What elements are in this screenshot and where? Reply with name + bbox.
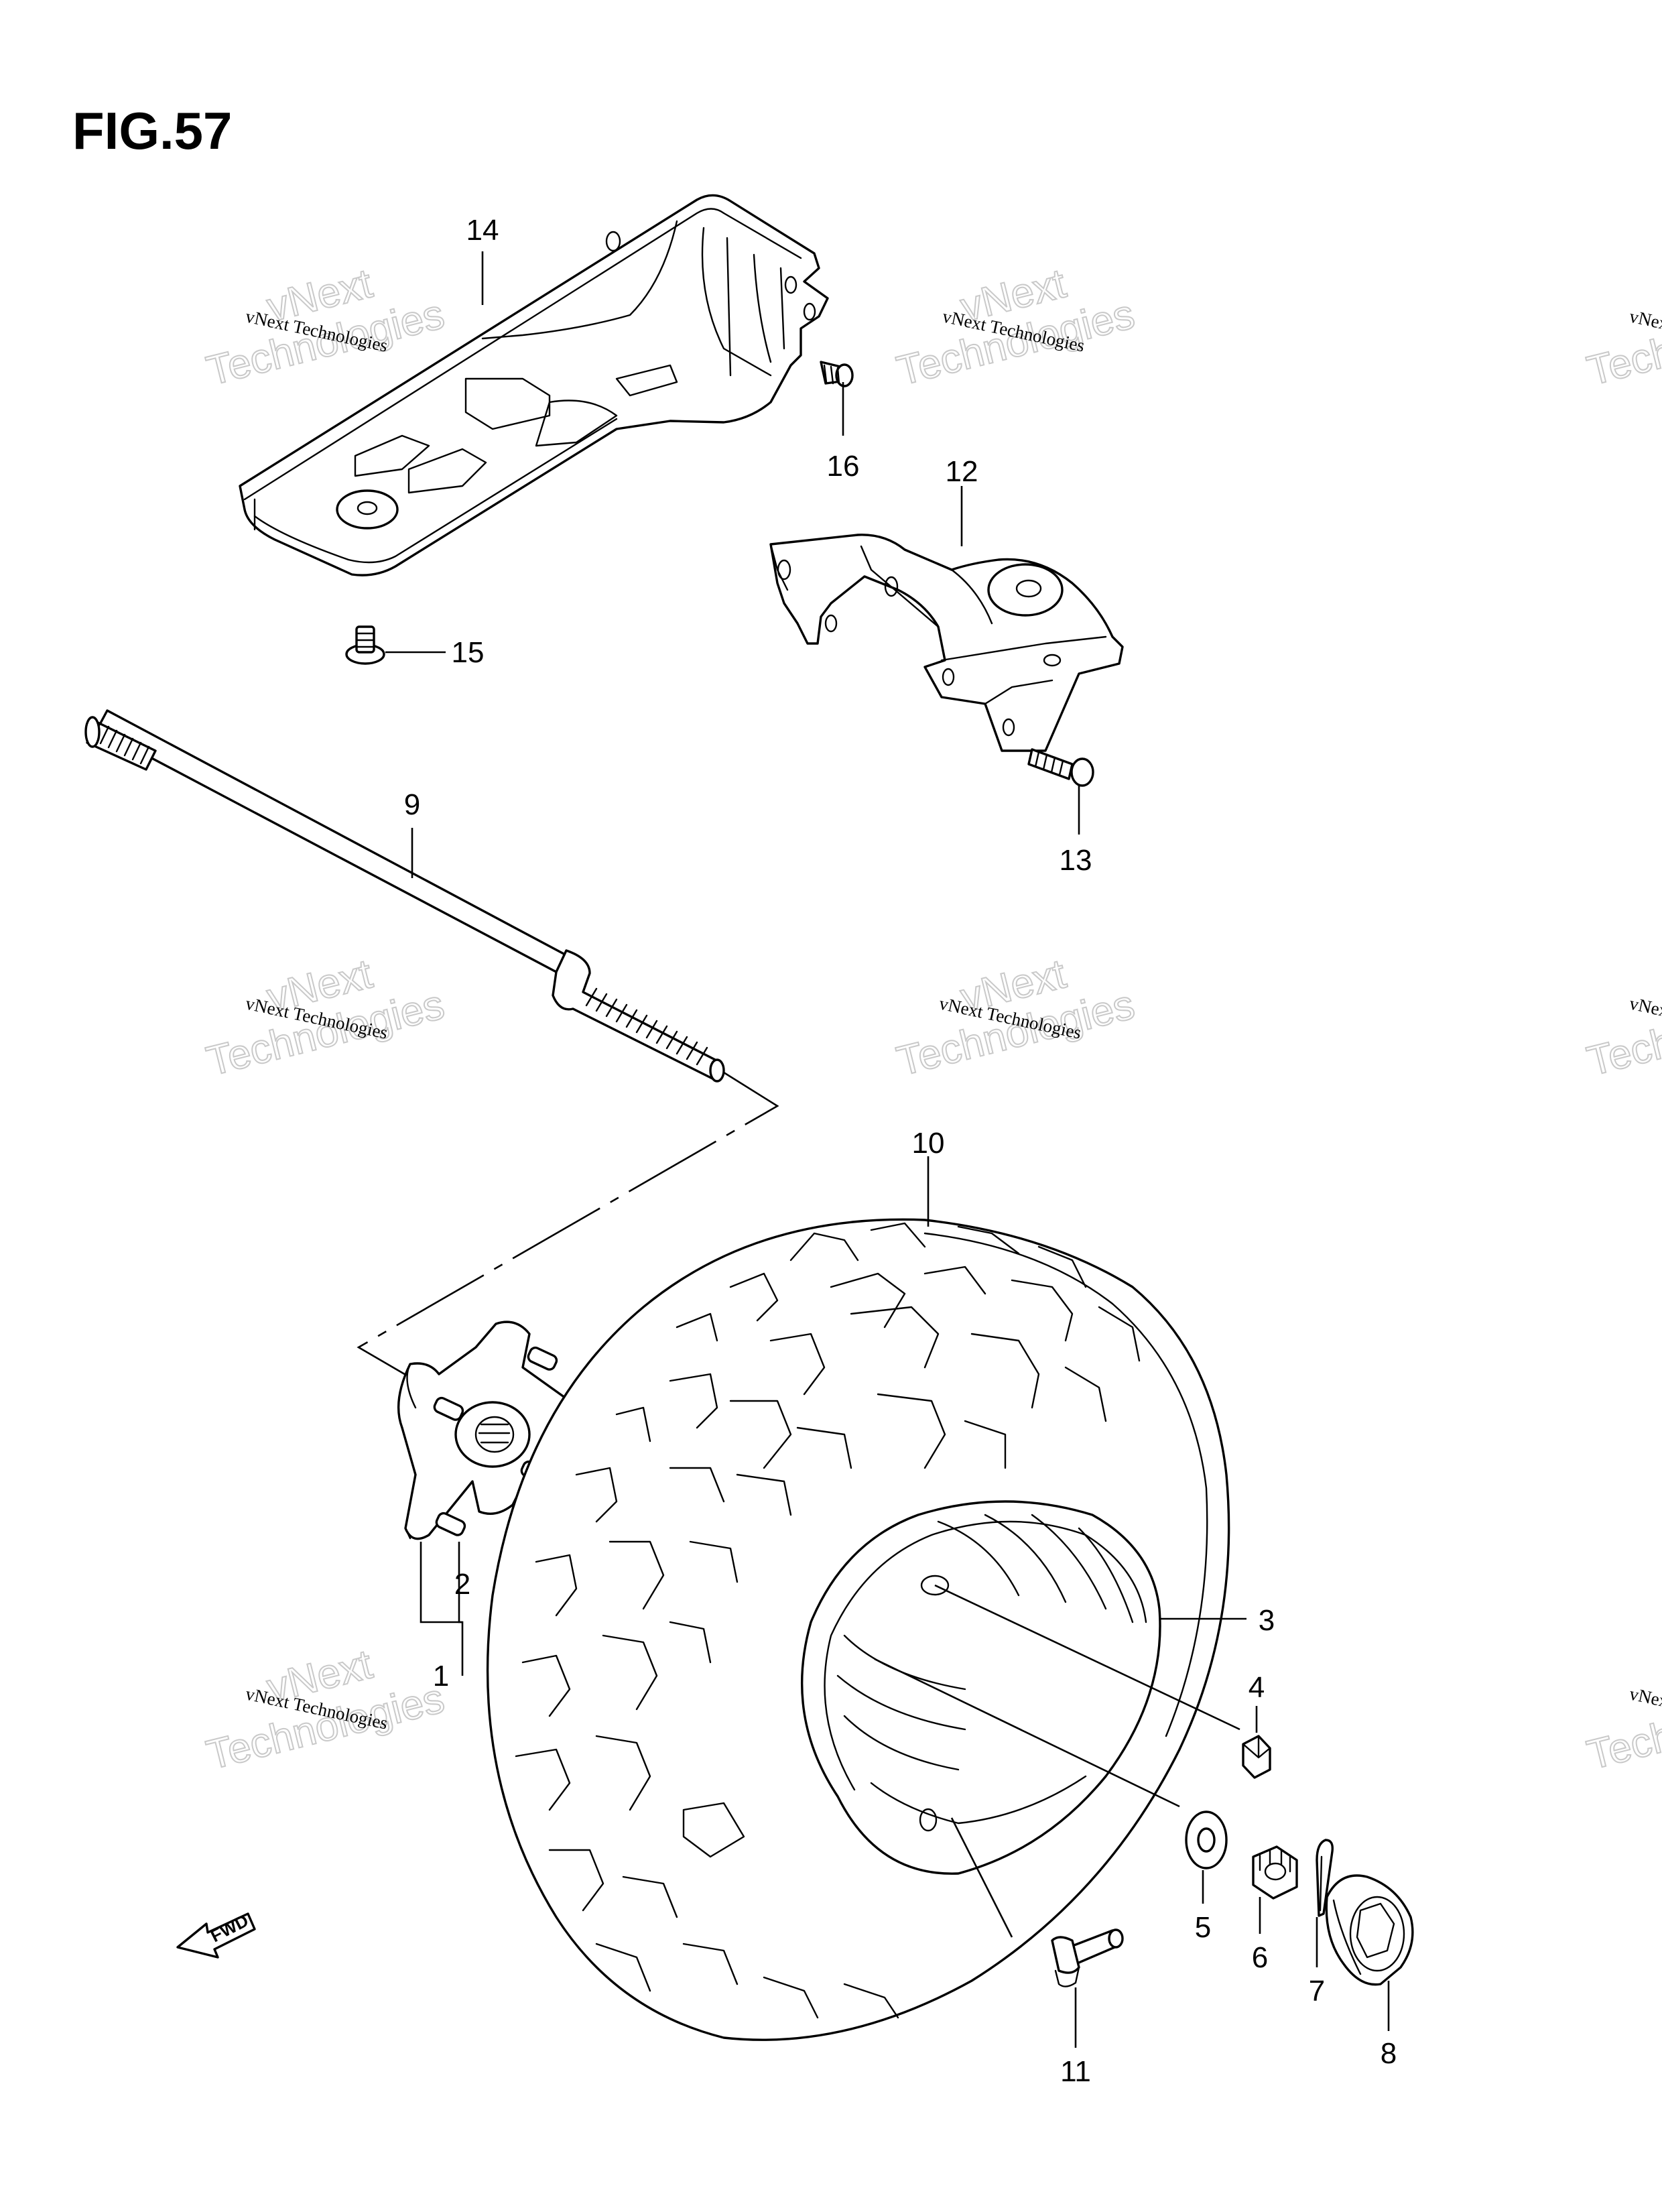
watermark-low-right: Technologies vNext Technologies	[1582, 1674, 1662, 1780]
leader-1	[420, 1542, 464, 1676]
callout-3: 3	[1259, 1604, 1275, 1637]
callout-16: 16	[827, 450, 860, 483]
callout-12: 12	[946, 455, 978, 488]
callout-11: 11	[1060, 2055, 1091, 2088]
fwd-direction-arrow: FWD	[176, 1910, 256, 1959]
part-16-bolt	[820, 361, 854, 387]
callout-6: 6	[1252, 1941, 1268, 1974]
assembly-line-nut	[874, 1658, 1180, 1808]
watermark-top-left: Technologies vNext vNext Technologies	[202, 259, 450, 395]
part-1-hub	[397, 1320, 571, 1540]
assembly-line-valve	[950, 1817, 1013, 1938]
callout-14: 14	[466, 214, 499, 247]
callout-10: 10	[912, 1127, 945, 1160]
part-13-bolt	[1027, 748, 1094, 787]
watermark-large-text: Technologies	[1583, 291, 1662, 395]
callout-5: 5	[1195, 1911, 1211, 1944]
callout-2: 2	[454, 1568, 470, 1601]
callout-4: 4	[1249, 1671, 1265, 1704]
callout-13: 13	[1060, 844, 1092, 877]
part-6-castle-nut	[1252, 1845, 1298, 1900]
part-11-valve	[1051, 1928, 1124, 1987]
figure-title: FIG.57	[72, 101, 232, 160]
watermark-mid-right: Technologies vNext Technologies	[1582, 981, 1662, 1086]
callout-7: 7	[1309, 1975, 1325, 2008]
part-8-hub-cap	[1325, 1874, 1414, 1986]
callout-9: 9	[404, 788, 420, 821]
assembly-line-lug	[934, 1584, 1240, 1731]
callout-15: 15	[452, 636, 485, 669]
watermark-mid-left: Technologies vNext vNext Technologies	[202, 950, 450, 1085]
watermark-top-right: Technologies vNext Technologies	[1582, 290, 1662, 395]
part-10-tire	[486, 1218, 1230, 2041]
part-14-skid-plate	[239, 194, 829, 576]
part-4-nut	[1242, 1735, 1271, 1779]
part-12-bracket	[769, 534, 1124, 752]
callout-1: 1	[433, 1660, 449, 1693]
part-15-bolt	[345, 625, 385, 665]
watermark-low-left: Technologies vNext vNext Technologies	[202, 1640, 450, 1779]
part-9-axle-shaft	[84, 709, 725, 1083]
part-7-cotter-pin	[1316, 1839, 1334, 1917]
watermark-mid-center: Technologies vNext vNext Technologies	[892, 950, 1140, 1085]
part-5-washer	[1185, 1810, 1228, 1869]
callout-8: 8	[1381, 2037, 1397, 2070]
watermark-top-center: Technologies vNext vNext Technologies	[892, 259, 1140, 395]
